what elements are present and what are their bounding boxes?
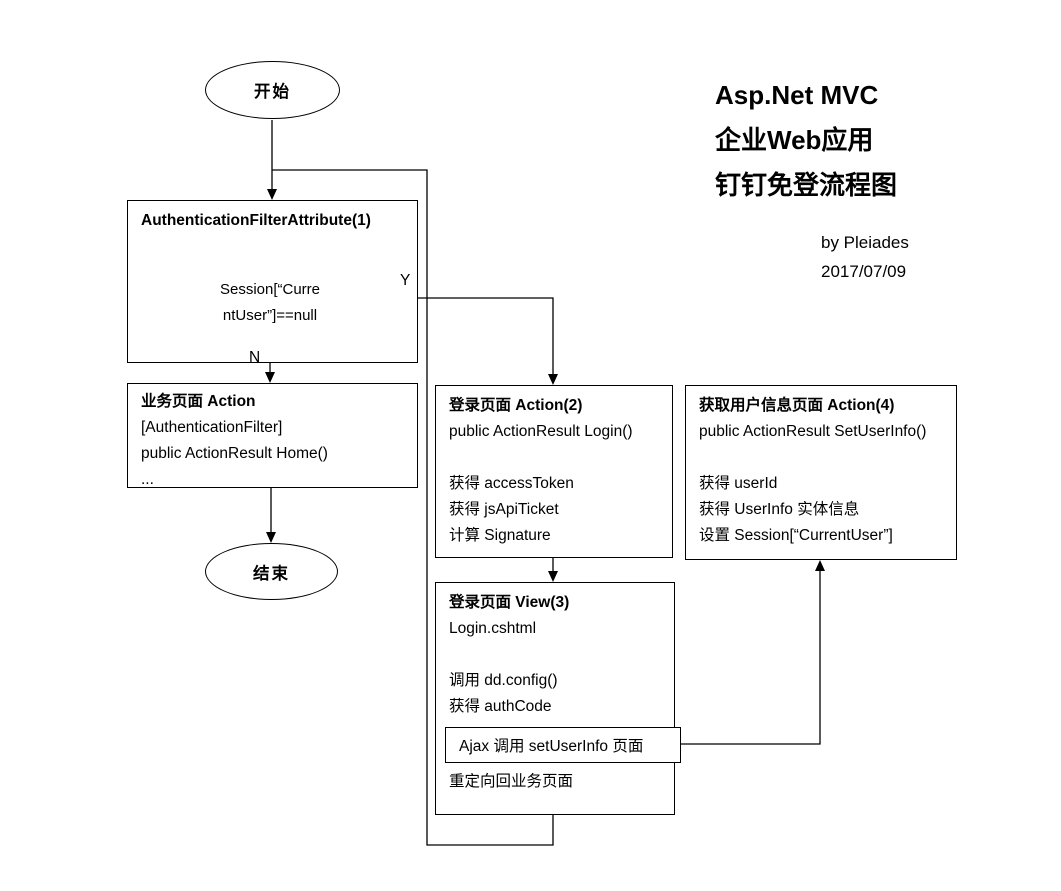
business-action-line: [AuthenticationFilter] — [141, 419, 283, 436]
login-view-line — [449, 642, 662, 668]
page-title: Asp.Net MVC 企业Web应用 钉钉免登流程图 — [715, 73, 897, 208]
start-node-label: 开始 — [254, 83, 291, 101]
login-view-line: 调用 dd.config() — [449, 672, 558, 689]
arrowhead-into-business — [265, 372, 275, 383]
login-action-title: 登录页面 Action(2) — [449, 397, 583, 414]
login-action-line: 计算 Signature — [449, 527, 551, 544]
yes-branch-label: Y — [400, 272, 411, 289]
decision-label-line2: ntUser”]==null — [222, 307, 318, 324]
business-action-title: 业务页面 Action — [141, 393, 256, 410]
setuserinfo-line: public ActionResult SetUserInfo() — [699, 423, 927, 440]
authfilter-box: AuthenticationFilterAttribute(1) — [127, 200, 418, 363]
arrowhead-into-login-action — [548, 374, 558, 385]
setuserinfo-line: 获得 userId — [699, 475, 778, 492]
login-view-footer: 重定向回业务页面 — [449, 773, 574, 790]
date-line: 2017/07/09 — [821, 262, 907, 281]
ajax-call-box: Ajax 调用 setUserInfo 页面 — [445, 727, 681, 763]
start-node: 开始 — [205, 61, 340, 119]
business-action-line: ... — [141, 471, 154, 488]
setuserinfo-title: 获取用户信息页面 Action(4) — [699, 397, 895, 414]
login-action-line: public ActionResult Login() — [449, 423, 633, 440]
decision-label: Session[“Curre ntUser”]==null — [150, 277, 390, 329]
login-action-line — [449, 445, 660, 471]
setuserinfo-line: 获得 UserInfo 实体信息 — [699, 501, 860, 518]
login-view-box: 登录页面 View(3) Login.cshtml 调用 dd.config()… — [435, 582, 675, 815]
authfilter-title: AuthenticationFilterAttribute(1) — [141, 212, 371, 229]
ajax-call-label: Ajax 调用 setUserInfo 页面 — [459, 738, 644, 755]
decision-label-line1: Session[“Curre — [219, 281, 321, 298]
connector-ajax-to-action4 — [681, 569, 821, 745]
no-branch-label: N — [249, 349, 261, 366]
business-action-line: public ActionResult Home() — [141, 445, 328, 462]
setuserinfo-line: 设置 Session[“CurrentUser”] — [699, 527, 893, 544]
setuserinfo-line — [699, 445, 944, 471]
page-title-line3: 钉钉免登流程图 — [715, 170, 898, 200]
business-action-box: 业务页面 Action [AuthenticationFilter] publi… — [127, 383, 418, 488]
connector-yes-branch — [395, 297, 554, 376]
login-action-line: 获得 jsApiTicket — [449, 501, 559, 518]
login-view-line: Login.cshtml — [449, 620, 537, 637]
end-node-label: 结束 — [253, 564, 290, 583]
login-view-line: 获得 authCode — [449, 698, 552, 715]
arrowhead-into-login-view — [548, 571, 558, 582]
author-line: by Pleiades — [821, 233, 909, 252]
login-action-line: 获得 accessToken — [449, 475, 574, 492]
byline: by Pleiades 2017/07/09 — [821, 228, 909, 286]
page-title-line1: Asp.Net MVC — [715, 80, 879, 110]
end-node: 结束 — [205, 543, 338, 600]
login-view-title: 登录页面 View(3) — [449, 594, 570, 611]
arrowhead-into-setuserinfo — [815, 560, 825, 571]
login-action-box: 登录页面 Action(2) public ActionResult Login… — [435, 385, 673, 558]
arrowhead-into-authfilter — [267, 189, 277, 200]
arrowhead-into-end — [266, 532, 276, 543]
page-title-line2: 企业Web应用 — [715, 125, 874, 155]
setuserinfo-action-box: 获取用户信息页面 Action(4) public ActionResult S… — [685, 385, 957, 560]
